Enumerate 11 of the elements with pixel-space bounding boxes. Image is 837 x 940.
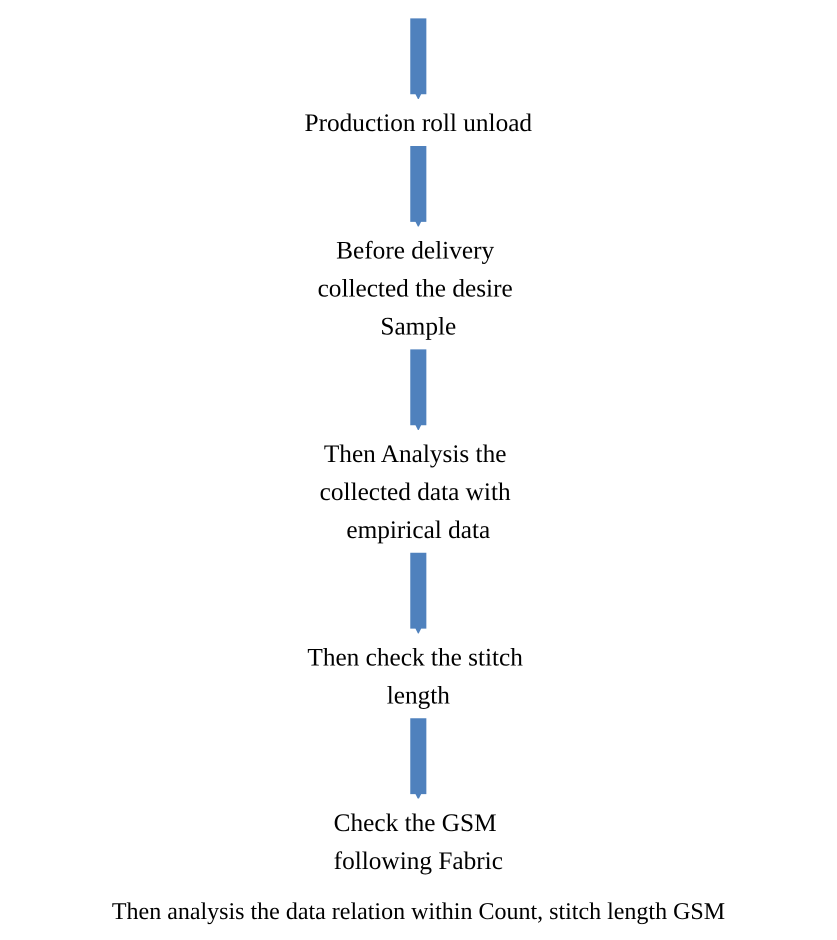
arrow xyxy=(410,18,427,100)
arrow xyxy=(410,146,427,227)
note-text: Then analysis the data relation within Count, stitch length GSM xyxy=(112,899,726,926)
node-text: Then check the stitch length xyxy=(308,642,524,710)
arrow xyxy=(410,349,427,430)
node-text: Check the GSM following Fabric xyxy=(334,808,504,875)
node-text: Before delivery collected the desire Sample xyxy=(318,236,513,340)
arrow xyxy=(410,552,427,634)
arrow xyxy=(410,718,427,800)
node-text: Then Analysis the collected data with empirical data xyxy=(320,439,511,544)
node-text: Production roll unload xyxy=(304,108,532,137)
